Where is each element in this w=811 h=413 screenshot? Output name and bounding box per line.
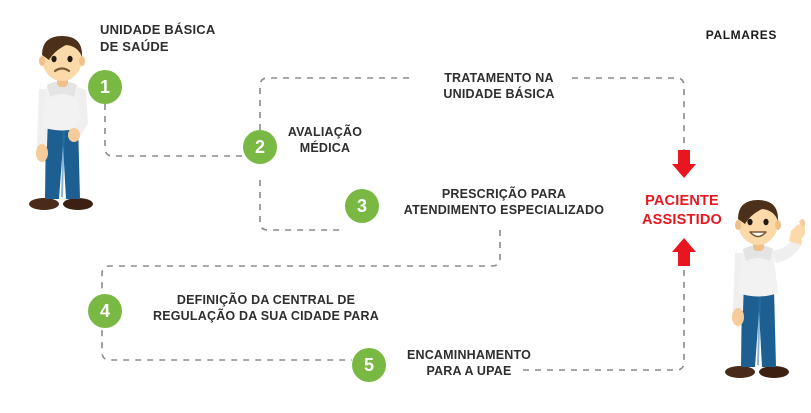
step-badge-2[interactable]: 2 [243, 130, 277, 164]
arrow-down-icon [672, 150, 696, 178]
origin-title: UNIDADE BÁSICA DE SAÚDE [100, 22, 216, 55]
step-caption-2: AVALIAÇÃO MÉDICA [287, 125, 363, 155]
path-step2-to-step3 [259, 180, 345, 231]
path-step2-to-treatment [259, 77, 410, 130]
outcome-label: PACIENTE ASSISTIDO [642, 193, 722, 228]
step-caption-3: PRESCRIÇÃO PARA ATENDIMENTO ESPECIALIZAD… [403, 187, 605, 217]
path-treatment-to-outcome [572, 77, 685, 152]
step-caption-4: DEFINIÇÃO DA CENTRAL DE REGULAÇÃO DA SUA… [153, 293, 379, 323]
step-badge-3[interactable]: 3 [345, 189, 379, 223]
arrow-up-icon [672, 238, 696, 266]
path-step1-to-step2 [104, 104, 243, 157]
patient-after-illustration [725, 200, 806, 378]
step-caption-5: ENCAMINHAMENTO PARA A UPAE [406, 348, 532, 378]
path-step5-to-outcome [523, 268, 685, 371]
brand-label: PALMARES [705, 28, 777, 42]
step-badge-1[interactable]: 1 [88, 70, 122, 104]
path-step3-to-step4 [101, 230, 501, 361]
patient-before-illustration [29, 36, 93, 210]
branch-label-treatment: TRATAMENTO NA UNIDADE BÁSICA [443, 71, 555, 101]
step-badge-5[interactable]: 5 [352, 348, 386, 382]
step-badge-4[interactable]: 4 [88, 294, 122, 328]
